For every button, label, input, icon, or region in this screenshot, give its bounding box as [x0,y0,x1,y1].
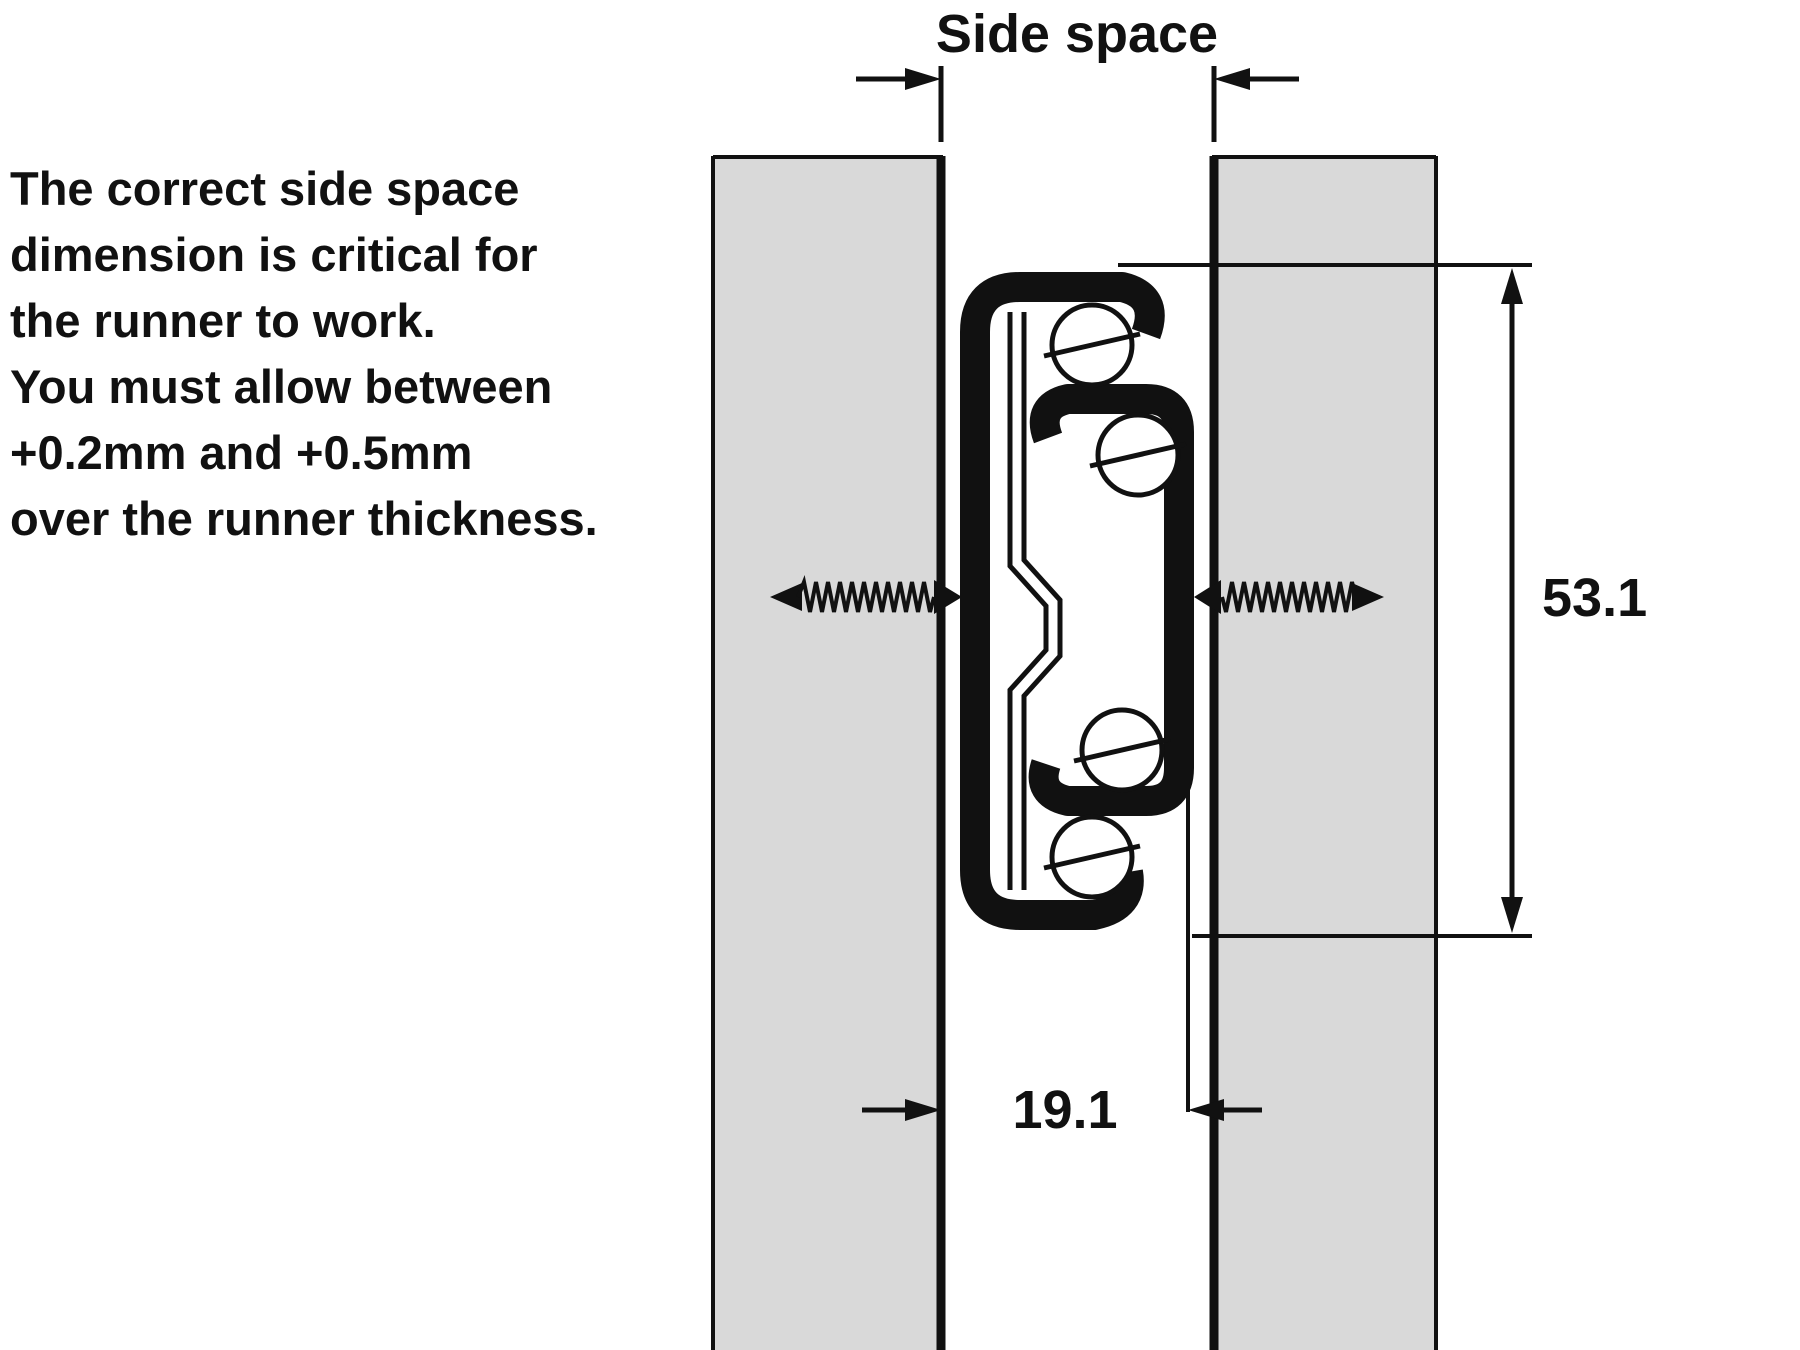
screw-threads [1220,581,1358,613]
mounting-screw-left [770,575,962,614]
instruction-note: The correct side space dimension is crit… [10,162,598,545]
screw-head [934,580,962,614]
ball-retainer-line [1089,441,1187,469]
thickness-dimension: 19.1 [862,712,1262,1140]
runner-cross-section [960,272,1194,930]
outer-rail [960,272,1165,930]
instruction-text-line: +0.2mm and +0.5mm [10,426,472,479]
height-dimension: 53.1 [1118,263,1647,938]
screw-head [1194,580,1221,614]
ball-retainer-line [1073,736,1171,764]
thickness-arrowhead-left [905,1099,941,1121]
instruction-text-line: over the runner thickness. [10,492,598,545]
inner-rail [1028,384,1194,816]
height-dimension-label: 53.1 [1542,568,1647,628]
right-panel [1212,156,1436,1350]
intermediate-rail-profile [1021,312,1063,890]
instruction-text-line: dimension is critical for [10,228,538,281]
screw-tip [770,583,802,611]
height-arrowhead-down [1501,897,1523,933]
instruction-text-line: You must allow between [10,360,552,413]
instruction-text-line: The correct side space [10,162,519,215]
mounting-screw-right [1194,580,1384,614]
thickness-dimension-label: 19.1 [1012,1080,1117,1140]
side-space-arrowhead-right [1214,68,1250,90]
thickness-arrowhead-right [1188,1099,1224,1121]
intermediate-rail-profile [1007,312,1049,890]
left-panel [713,156,943,1350]
screw-tip [1352,583,1384,611]
ball-retainer-line [1043,843,1141,871]
side-space-label: Side space [936,4,1218,64]
height-arrowhead-up [1501,268,1523,304]
side-space-arrowhead-left [905,68,941,90]
instruction-text-line: the runner to work. [10,294,436,347]
ball-retainer-line [1043,331,1141,359]
screw-threads [796,575,936,613]
